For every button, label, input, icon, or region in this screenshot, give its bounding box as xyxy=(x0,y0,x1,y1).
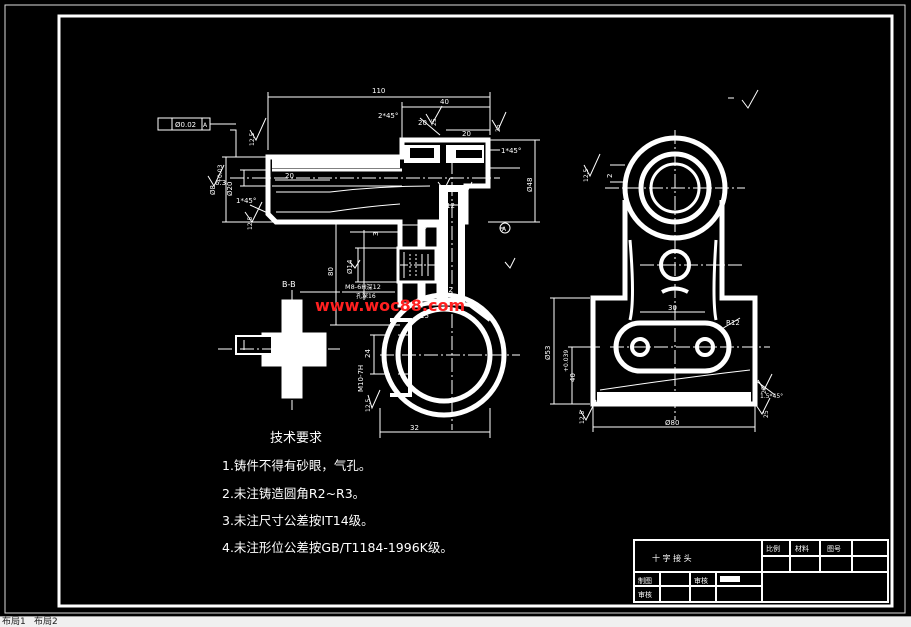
dim-chamfer-bottom: 1.5*45° xyxy=(760,393,783,400)
dim-40: 40 xyxy=(440,98,449,106)
thread-m8: M8-6H深12 xyxy=(345,282,381,291)
roughness-6-3: 6.3 xyxy=(215,179,226,187)
layout-tab-strip: 布局1 布局2 xyxy=(0,616,911,627)
requirements-title: 技术要求 xyxy=(270,431,322,446)
tolerance-value: Ø0.02 xyxy=(175,121,196,129)
roughness-12-5-c: 12.5 xyxy=(365,398,372,412)
title-reviewed: 审核 xyxy=(638,590,652,599)
datum-a: A xyxy=(203,122,208,129)
dim-40-tol: 40 xyxy=(569,373,577,382)
dim-40-tol-value: +0.039 xyxy=(563,350,570,372)
dim-3: 3 xyxy=(372,232,380,236)
title-col-scale: 比例 xyxy=(766,544,780,553)
dim-bore-tol: +0.03 xyxy=(217,164,224,183)
dim-26: 26 xyxy=(418,223,427,231)
title-block xyxy=(633,539,889,603)
roughness-12-5-d: 12.5 xyxy=(583,168,590,182)
requirement-1: 1.铸件不得有砂眼，气孔。 xyxy=(222,458,371,473)
dim-bore: Ø8 xyxy=(209,185,217,195)
roughness-25-b: 25 xyxy=(431,118,438,126)
roughness-12-5-e: 12.5 xyxy=(579,410,586,424)
title-part-name: 十 字 接 头 xyxy=(652,553,692,563)
dim-r12: R12 xyxy=(726,319,740,327)
watermark: www.woc88.com xyxy=(315,296,465,315)
roughness-25-d: 25 xyxy=(761,386,768,394)
section-view-b-b xyxy=(218,290,340,410)
title-drawn-by: 制图 xyxy=(638,576,652,585)
requirement-3: 3.未注尺寸公差按IT14级。 xyxy=(222,513,374,528)
dim-20-a: 20 xyxy=(418,119,427,127)
dim-dia-53: Ø53 xyxy=(544,346,552,360)
requirement-4: 4.未注形位公差按GB/T1184-1996K级。 xyxy=(222,540,453,555)
section-label: B-B xyxy=(282,280,296,289)
dim-32: 32 xyxy=(410,424,419,432)
thread-m10: M10-7H xyxy=(357,365,365,392)
outer-border xyxy=(4,4,906,614)
side-view xyxy=(550,89,776,432)
dim-24: 24 xyxy=(364,349,372,358)
dim-overall-length: 110 xyxy=(372,87,385,95)
dim-15: 15 xyxy=(420,312,429,320)
dim-dia-48: Ø48 xyxy=(526,178,534,192)
dim-22: 22 xyxy=(444,286,453,294)
dim-20-b: 20 xyxy=(462,130,471,138)
dim-dia-20: Ø20 xyxy=(226,182,234,196)
title-checked: 审核 xyxy=(694,576,708,585)
dim-80: 80 xyxy=(327,267,335,276)
thread-depth: 孔深16 xyxy=(356,292,376,300)
roughness-12-5-b: 12.5 xyxy=(247,216,254,230)
dim-30: 30 xyxy=(668,304,677,312)
dim-dia-14: Ø14 xyxy=(346,259,354,274)
requirement-2: 2.未注铸造圆角R2~R3。 xyxy=(222,486,365,501)
title-col-material: 材料 xyxy=(795,544,809,553)
dim-80-bottom: Ø80 xyxy=(665,419,679,427)
dim-chamfer-top: 2*45° xyxy=(378,112,398,120)
drawing-frame xyxy=(57,14,894,608)
tab-layout-2[interactable]: 布局2 xyxy=(34,617,58,627)
dim-12: 12 xyxy=(446,202,455,210)
tab-layout-1[interactable]: 布局1 xyxy=(2,617,26,627)
dim-20-inner: 20 xyxy=(285,172,294,180)
front-view xyxy=(157,92,540,438)
roughness-25-a: 25 xyxy=(495,124,502,132)
dim-chamfer-right: 1*45° xyxy=(501,147,521,155)
dim-2: 2 xyxy=(606,174,614,178)
title-col-drawing-no: 图号 xyxy=(827,545,841,553)
datum-a-marker: A xyxy=(502,226,507,233)
roughness-12-5-a: 12.5 xyxy=(249,132,256,146)
dim-chamfer-left: 1*45° xyxy=(236,197,256,205)
roughness-25-c: 25 xyxy=(763,410,770,418)
